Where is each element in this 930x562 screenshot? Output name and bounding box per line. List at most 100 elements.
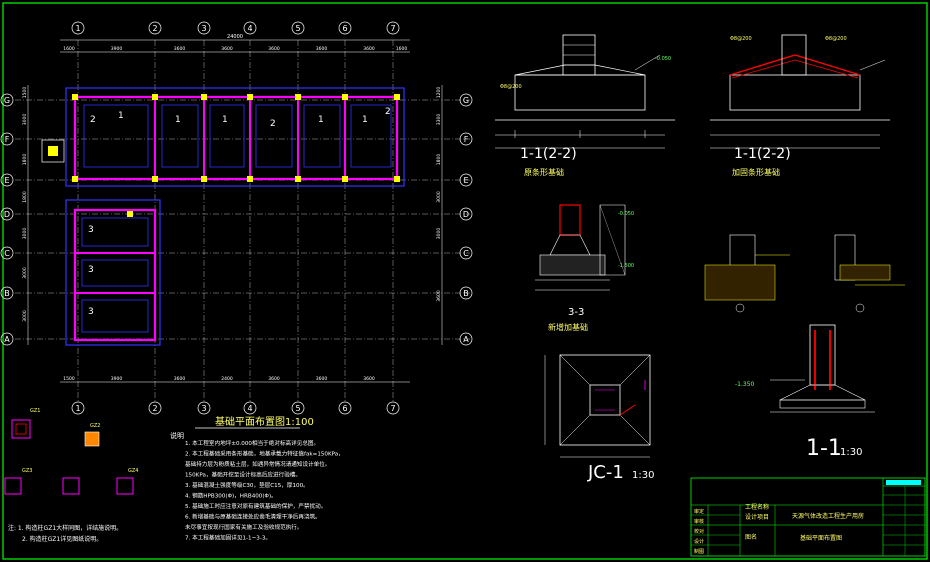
column [72, 176, 78, 182]
axis-bubble [71, 21, 85, 35]
tb-project-label: 工程名称 [745, 503, 769, 511]
room-outline [161, 104, 199, 168]
axis-bubble [0, 286, 14, 300]
left-dim: 3000 [22, 267, 28, 279]
footnote-1: 注: 1. 构造柱GZ1大样同图，详结施说明。 [8, 524, 122, 532]
axis-bubble [338, 21, 352, 35]
column [295, 94, 301, 100]
gz-details [4, 419, 134, 495]
note-line: 未尽事宜按现行国家有关施工及验收规范执行。 [185, 523, 302, 531]
bottom-dim: 3600 [316, 376, 328, 382]
s11c-title: 1-1 [806, 436, 842, 461]
tb-cell-label: 校对 [694, 528, 704, 535]
axis-label: 6 [342, 404, 347, 413]
axis-label: D [4, 210, 10, 219]
room-label: 3 [88, 307, 94, 317]
detail-a [704, 234, 790, 313]
column [48, 146, 58, 156]
axis-label: F [5, 135, 10, 144]
top-dim: 3600 [268, 46, 280, 52]
axis-label: G [4, 96, 10, 105]
column [152, 94, 158, 100]
room-label: 3 [88, 265, 94, 275]
gz3-label: GZ3 [22, 468, 32, 474]
room-label: 3 [88, 225, 94, 235]
svg-text:Φ8@200: Φ8@200 [730, 36, 752, 42]
axis-bubble [71, 401, 85, 415]
axis-label: E [463, 176, 468, 185]
axis-bubble [0, 246, 14, 260]
note-line: 5. 基础施工时应注意对原有建筑基础的保护，严禁扰动。 [185, 502, 326, 510]
room-label: 2 [385, 107, 391, 117]
column [72, 94, 78, 100]
axis-label: 6 [342, 24, 347, 33]
right-dim: 3600 [436, 290, 442, 302]
axis-label: 2 [152, 404, 157, 413]
axis-bubble [291, 401, 305, 415]
notes-block: 1. 本工程室内地坪±0.000相当于绝对标高详见总图。2. 本工程基础采用条形… [185, 439, 344, 542]
axis-label: G [463, 96, 469, 105]
axis-label: 5 [295, 24, 300, 33]
room-outline [209, 104, 245, 168]
s11b-title: 1-1(2-2) [734, 146, 791, 162]
jc1-scale: 1:30 [632, 470, 654, 481]
gz4-label: GZ4 [128, 468, 138, 474]
axis-bubble [291, 21, 305, 35]
axis-label: 4 [247, 404, 252, 413]
tb-cell-label: 审定 [694, 508, 704, 515]
note-line: 基础持力层为粉质粘土层，如遇异常情况请通知设计单位。 [185, 460, 330, 468]
right-dim: 3000 [436, 191, 442, 203]
foundation-outline [65, 199, 161, 346]
note-line: 7. 本工程基础加固详见1-1~3-3。 [185, 534, 271, 542]
room-outline [83, 104, 149, 168]
room-label: 1 [222, 115, 228, 125]
section-1-1-detail [770, 324, 875, 413]
left-dim: 3000 [22, 228, 28, 240]
wall-outline [73, 95, 399, 181]
axis-bubble [386, 21, 400, 35]
bottom-dim: 2400 [221, 376, 233, 382]
axis-bubble [459, 93, 473, 107]
column [342, 176, 348, 182]
room-label: 1 [318, 115, 324, 125]
svg-text:-0.050: -0.050 [655, 56, 671, 62]
axis-label: 3 [201, 404, 206, 413]
tb-drawing-name: 基础平面布置图 [800, 534, 842, 542]
axis-bubble [0, 93, 14, 107]
gz1-label: GZ1 [30, 408, 40, 414]
room-label: 1 [118, 111, 124, 121]
room-outline [81, 217, 149, 247]
left-dim: 3000 [22, 310, 28, 322]
room-outline [350, 104, 392, 168]
axis-bubble [338, 401, 352, 415]
left-dim: 1800 [22, 154, 28, 166]
right-dim: 1800 [436, 154, 442, 166]
svg-text:Φ8@200: Φ8@200 [825, 36, 847, 42]
s11a-subtitle: 原条形基础 [524, 167, 564, 177]
column [295, 176, 301, 182]
axis-label: B [4, 289, 10, 298]
plan-title: 基础平面布置图1:100 [215, 415, 314, 428]
note-line: 150KPa，基础开挖至设计标高后应进行验槽。 [185, 471, 301, 479]
title-block [690, 477, 926, 557]
left-dim: 1500 [22, 87, 28, 99]
top-dim: 1600 [396, 46, 408, 52]
bottom-dim: 3600 [174, 376, 186, 382]
svg-text:Φ8@200: Φ8@200 [500, 84, 522, 90]
axis-bubble [459, 286, 473, 300]
room-outline [81, 259, 149, 287]
tb-project-name: 天源气体改造工程生产用房 [792, 512, 864, 520]
top-total-dim: 24000 [227, 34, 243, 40]
left-dim: 1800 [22, 191, 28, 203]
column [201, 176, 207, 182]
column [152, 176, 158, 182]
s33-title: 3-3 [568, 307, 584, 318]
wall-outline [73, 208, 157, 342]
note-line: 6. 新增基础与原基础连接处应凿毛清理干净后再浇筑。 [185, 513, 321, 521]
right-dim: 1200 [436, 87, 442, 99]
room-label: 1 [175, 115, 181, 125]
